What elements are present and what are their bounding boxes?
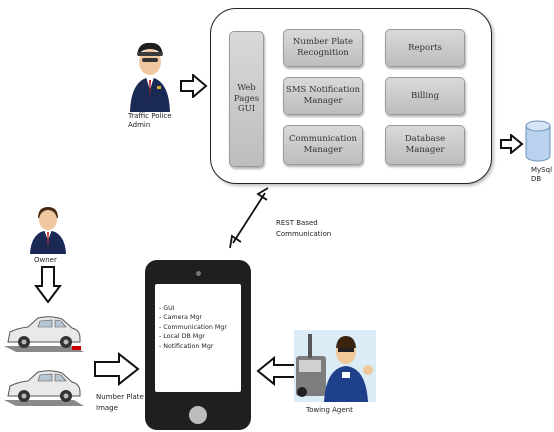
rest-based-communication-label: REST Based Communication — [276, 219, 332, 238]
owner-label: Owner — [34, 256, 57, 264]
phone-camera-icon — [196, 271, 201, 276]
web-pages-gui-box: Web Pages GUI — [229, 31, 264, 167]
communication-manager-box: Communication Manager — [283, 125, 363, 165]
arrow-admin-to-server — [180, 74, 208, 98]
car-top-icon — [4, 316, 84, 352]
rest-double-arrow — [229, 187, 269, 249]
phone-module-notification-mgr: - Notification Mgr — [159, 342, 214, 350]
mysql-db-icon — [525, 120, 551, 162]
billing-box: Billing — [385, 77, 465, 115]
arrow-server-to-db — [500, 134, 524, 154]
phone-screen: - GUI - Camera Mgr - Communication Mgr -… — [155, 284, 241, 392]
arrow-owner-to-car — [34, 266, 62, 304]
sms-notification-manager-box: SMS Notification Manager — [283, 77, 363, 115]
phone-home-button — [189, 406, 207, 424]
mysql-db-label: MySql DB — [531, 166, 553, 184]
towing-agent-icon — [294, 330, 376, 402]
number-plate-image-label: Number Plate Image — [96, 393, 144, 412]
phone-module-communication-mgr: - Communication Mgr — [159, 323, 227, 331]
database-manager-box: Database Manager — [385, 125, 465, 165]
number-plate-recognition-box: Number Plate Recognition — [283, 29, 363, 67]
arrow-cars-to-phone — [94, 352, 140, 386]
reports-box: Reports — [385, 29, 465, 67]
phone-module-local-db-mgr: - Local DB Mgr — [159, 333, 205, 341]
traffic-police-admin-label: Traffic Police Admin — [128, 112, 172, 130]
mobile-phone: - GUI - Camera Mgr - Communication Mgr -… — [145, 260, 251, 430]
traffic-police-icon — [130, 42, 170, 112]
towing-agent-label: Towing Agent — [306, 406, 353, 414]
phone-module-camera-mgr: - Camera Mgr — [159, 314, 203, 322]
server-container: Web Pages GUI Number Plate Recognition R… — [210, 8, 492, 184]
owner-icon — [30, 207, 66, 254]
arrow-towing-to-phone — [256, 356, 296, 386]
phone-module-gui: - GUI — [159, 305, 175, 312]
car-bottom-icon — [4, 370, 84, 406]
